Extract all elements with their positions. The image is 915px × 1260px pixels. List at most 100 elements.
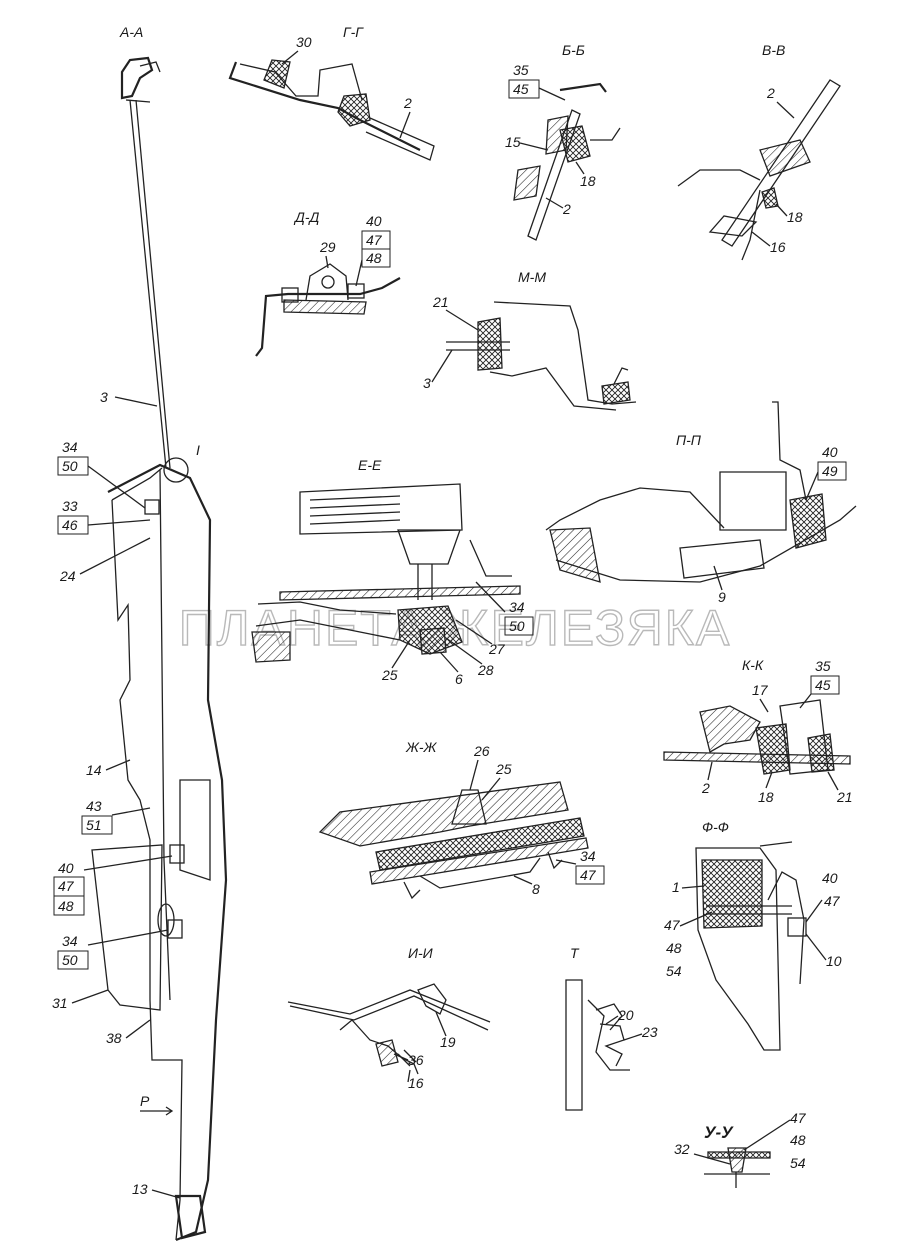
leader — [679, 911, 713, 927]
callout-box — [504, 616, 534, 636]
callout-34: 34 — [62, 439, 78, 455]
panel-line — [228, 61, 421, 151]
seal-18 — [755, 723, 791, 775]
callout-47: 47 — [664, 917, 681, 933]
section-dd-title: Д-Д — [293, 209, 320, 225]
bushing-21 — [477, 317, 503, 371]
callout-27: 27 — [488, 641, 506, 657]
floor-panel — [279, 585, 521, 601]
leader — [713, 565, 723, 591]
leader — [391, 639, 411, 669]
callout-47: 47 — [366, 232, 383, 248]
callout-10: 10 — [826, 953, 842, 969]
callout-21: 21 — [432, 294, 449, 310]
leader — [87, 929, 169, 946]
leader — [114, 396, 158, 407]
plate — [283, 299, 367, 315]
section-zhzh-title: Ж-Ж — [405, 739, 438, 755]
section-ii: И-И 19 36 16 — [287, 945, 491, 1091]
leader — [805, 471, 819, 501]
section-ee-title: Е-Е — [358, 457, 382, 473]
leader — [805, 899, 823, 923]
callout-46: 46 — [62, 517, 78, 533]
callout-34: 34 — [62, 933, 78, 949]
rod-3 — [129, 99, 171, 469]
bolt-40 — [169, 844, 185, 864]
callout-29: 29 — [319, 239, 336, 255]
section-gg: Г-Г 30 2 — [228, 24, 435, 161]
section-dd: Д-Д 29 40 47 48 — [255, 209, 401, 357]
callout-3: 3 — [100, 389, 108, 405]
section-mm-title: М-М — [518, 269, 546, 285]
bushing-21 — [807, 733, 835, 773]
callout-2: 2 — [562, 201, 571, 217]
callout-3: 3 — [423, 375, 431, 391]
leader — [759, 698, 769, 713]
callout-box — [508, 79, 540, 99]
insulation — [375, 817, 585, 871]
pad-1 — [701, 859, 763, 929]
inner-panel — [111, 499, 183, 1241]
panel-body — [695, 847, 781, 1051]
leader — [407, 1069, 411, 1083]
lug-29 — [305, 263, 349, 301]
callout-36: 36 — [408, 1052, 424, 1068]
clip-16 — [708, 215, 758, 237]
leader — [151, 1189, 181, 1199]
leader — [555, 859, 577, 865]
seal-20 — [587, 999, 630, 1071]
panel-inner — [489, 367, 617, 411]
leader — [325, 255, 329, 269]
leader — [83, 855, 173, 871]
callout-box — [81, 815, 113, 835]
bracket-8 — [419, 857, 541, 889]
leader — [431, 349, 453, 383]
leader — [445, 637, 483, 665]
clamp — [513, 165, 541, 201]
callout-50: 50 — [62, 458, 78, 474]
section-aa: А-А I Р 3 34 50 33 — [52, 24, 228, 1242]
leader — [519, 142, 549, 151]
lower-panel — [369, 837, 589, 885]
callout-35: 35 — [815, 658, 831, 674]
callout-box — [817, 461, 847, 481]
leader — [513, 875, 533, 885]
callout-40: 40 — [822, 444, 838, 460]
flange — [559, 82, 607, 93]
bracket-arm — [772, 401, 807, 501]
callout-47: 47 — [790, 1110, 807, 1126]
leader — [105, 759, 131, 771]
callout-40: 40 — [366, 213, 382, 229]
seal-18 — [559, 125, 591, 163]
callout-48: 48 — [58, 898, 74, 914]
frame-17 — [699, 705, 761, 753]
wire — [469, 539, 512, 577]
leader — [87, 519, 151, 526]
callout-48: 48 — [790, 1132, 806, 1148]
callout-2: 2 — [403, 95, 412, 111]
callout-19: 19 — [440, 1034, 456, 1050]
callout-51: 51 — [86, 817, 102, 833]
callout-49: 49 — [822, 463, 838, 479]
callout-25: 25 — [381, 667, 398, 683]
box-unit — [719, 471, 787, 531]
section-t: Т 20 23 — [565, 945, 658, 1111]
detail-circle-i — [163, 457, 189, 483]
callout-25: 25 — [495, 761, 512, 777]
leader — [805, 933, 827, 961]
callout-9: 9 — [718, 589, 726, 605]
frame — [759, 139, 811, 177]
section-ii-title: И-И — [408, 945, 434, 961]
motor-housing — [299, 483, 463, 535]
callout-16: 16 — [408, 1075, 424, 1091]
leader — [399, 111, 411, 139]
lever — [255, 601, 401, 641]
leader — [827, 771, 839, 791]
spring-clip — [767, 871, 805, 985]
clip — [157, 903, 175, 937]
callout-54: 54 — [666, 963, 682, 979]
rod-continuation — [159, 469, 171, 1001]
bracket — [239, 63, 363, 101]
section-kk: К-К 35 45 17 2 18 21 — [663, 657, 853, 805]
section-ff: Ф-Ф 1 47 48 54 40 47 10 — [664, 819, 842, 1051]
